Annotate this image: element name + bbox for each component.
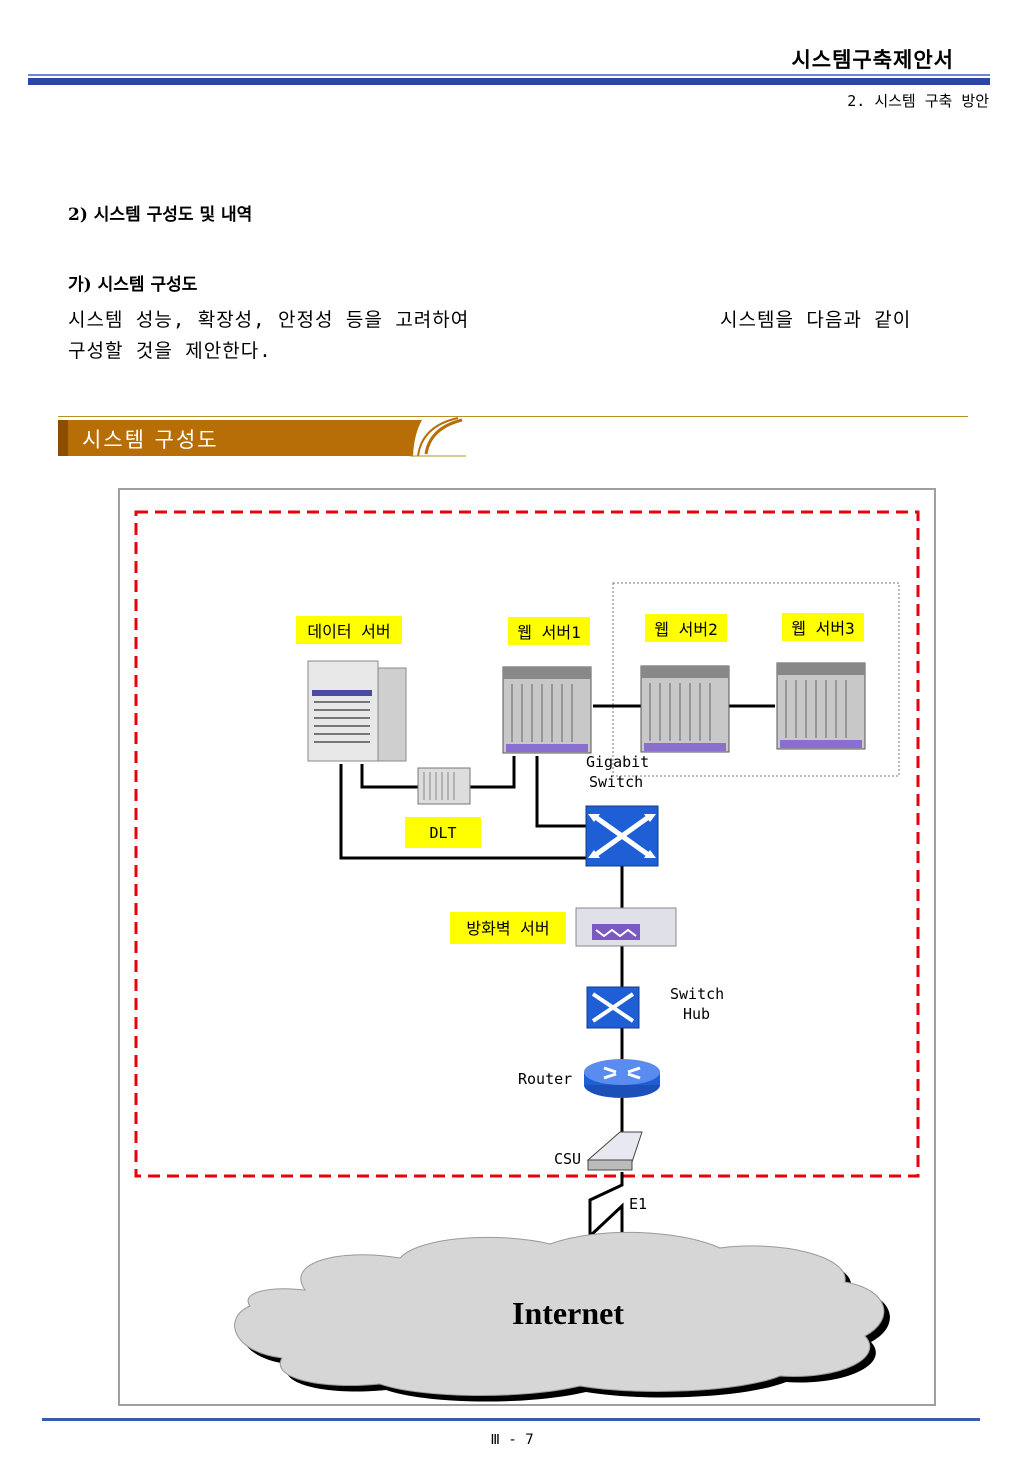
web-server3-icon xyxy=(776,662,866,750)
header-rule-thin xyxy=(28,74,990,76)
section-heading: 2) 시스템 구성도 및 내역 xyxy=(68,205,253,225)
dlt-label: DLT xyxy=(429,824,456,842)
internet-label: Internet xyxy=(512,1295,624,1331)
diagram-frame xyxy=(118,488,936,1406)
web-server-group-box xyxy=(612,582,900,777)
web-server2-label-bg xyxy=(645,614,727,642)
web-server1-icon xyxy=(502,666,592,754)
dlt-tape-icon xyxy=(417,767,471,805)
paragraph-line2: 구성할 것을 제안한다. xyxy=(68,340,272,362)
web-server1-label-bg xyxy=(508,617,590,645)
gigabit-switch-label-2: Switch xyxy=(589,773,643,791)
footer-rule xyxy=(42,1418,980,1421)
csu-modem-icon xyxy=(586,1131,643,1171)
e1-label: E1 xyxy=(629,1195,647,1213)
chapter-subtitle: 2. 시스템 구축 방안 xyxy=(847,92,989,110)
connection-lines xyxy=(339,704,775,1240)
paragraph-line1-left: 시스템 성능, 확장성, 안정성 등을 고려하여 xyxy=(68,309,470,331)
csu-label: CSU xyxy=(554,1150,581,1168)
web-server2-icon xyxy=(640,665,730,753)
banner-marker xyxy=(58,420,68,456)
banner-rule xyxy=(58,416,968,417)
banner-bar xyxy=(58,420,413,456)
dlt-label-bg xyxy=(405,817,481,848)
switch-hub-icon xyxy=(586,986,640,1029)
subsection-heading: 가) 시스템 구성도 xyxy=(68,275,198,295)
router-icon xyxy=(584,1059,660,1098)
firewall-label-bg xyxy=(450,912,566,944)
banner-swoosh-icon xyxy=(400,417,466,457)
gigabit-switch-icon xyxy=(585,805,659,867)
document-title: 시스템구축제안서 xyxy=(791,47,954,72)
page-number: Ⅲ - 7 xyxy=(490,1432,534,1448)
data-server-icon xyxy=(307,660,407,762)
switch-hub-label-2: Hub xyxy=(683,1005,710,1023)
router-label: Router xyxy=(518,1070,572,1088)
data-server-label-bg xyxy=(296,616,402,644)
switch-hub-label-1: Switch xyxy=(670,985,724,1003)
web-server3-label-bg xyxy=(782,613,864,641)
paragraph-line1-right: 시스템을 다음과 같이 xyxy=(720,309,912,331)
firewall-server-icon xyxy=(575,907,677,947)
internal-network-boundary xyxy=(134,510,920,1178)
banner-label: 시스템 구성도 xyxy=(82,428,219,452)
gigabit-switch-label-1: Gigabit xyxy=(586,753,649,771)
firewall-label: 방화벽 서버 xyxy=(466,919,549,938)
web-server2-label: 웹 서버2 xyxy=(654,620,717,639)
web-server3-label: 웹 서버3 xyxy=(791,619,854,638)
internet-cloud-icon xyxy=(234,1231,890,1402)
header-rule xyxy=(28,78,990,85)
data-server-label: 데이터 서버 xyxy=(307,622,390,641)
web-server1-label: 웹 서버1 xyxy=(517,623,580,642)
